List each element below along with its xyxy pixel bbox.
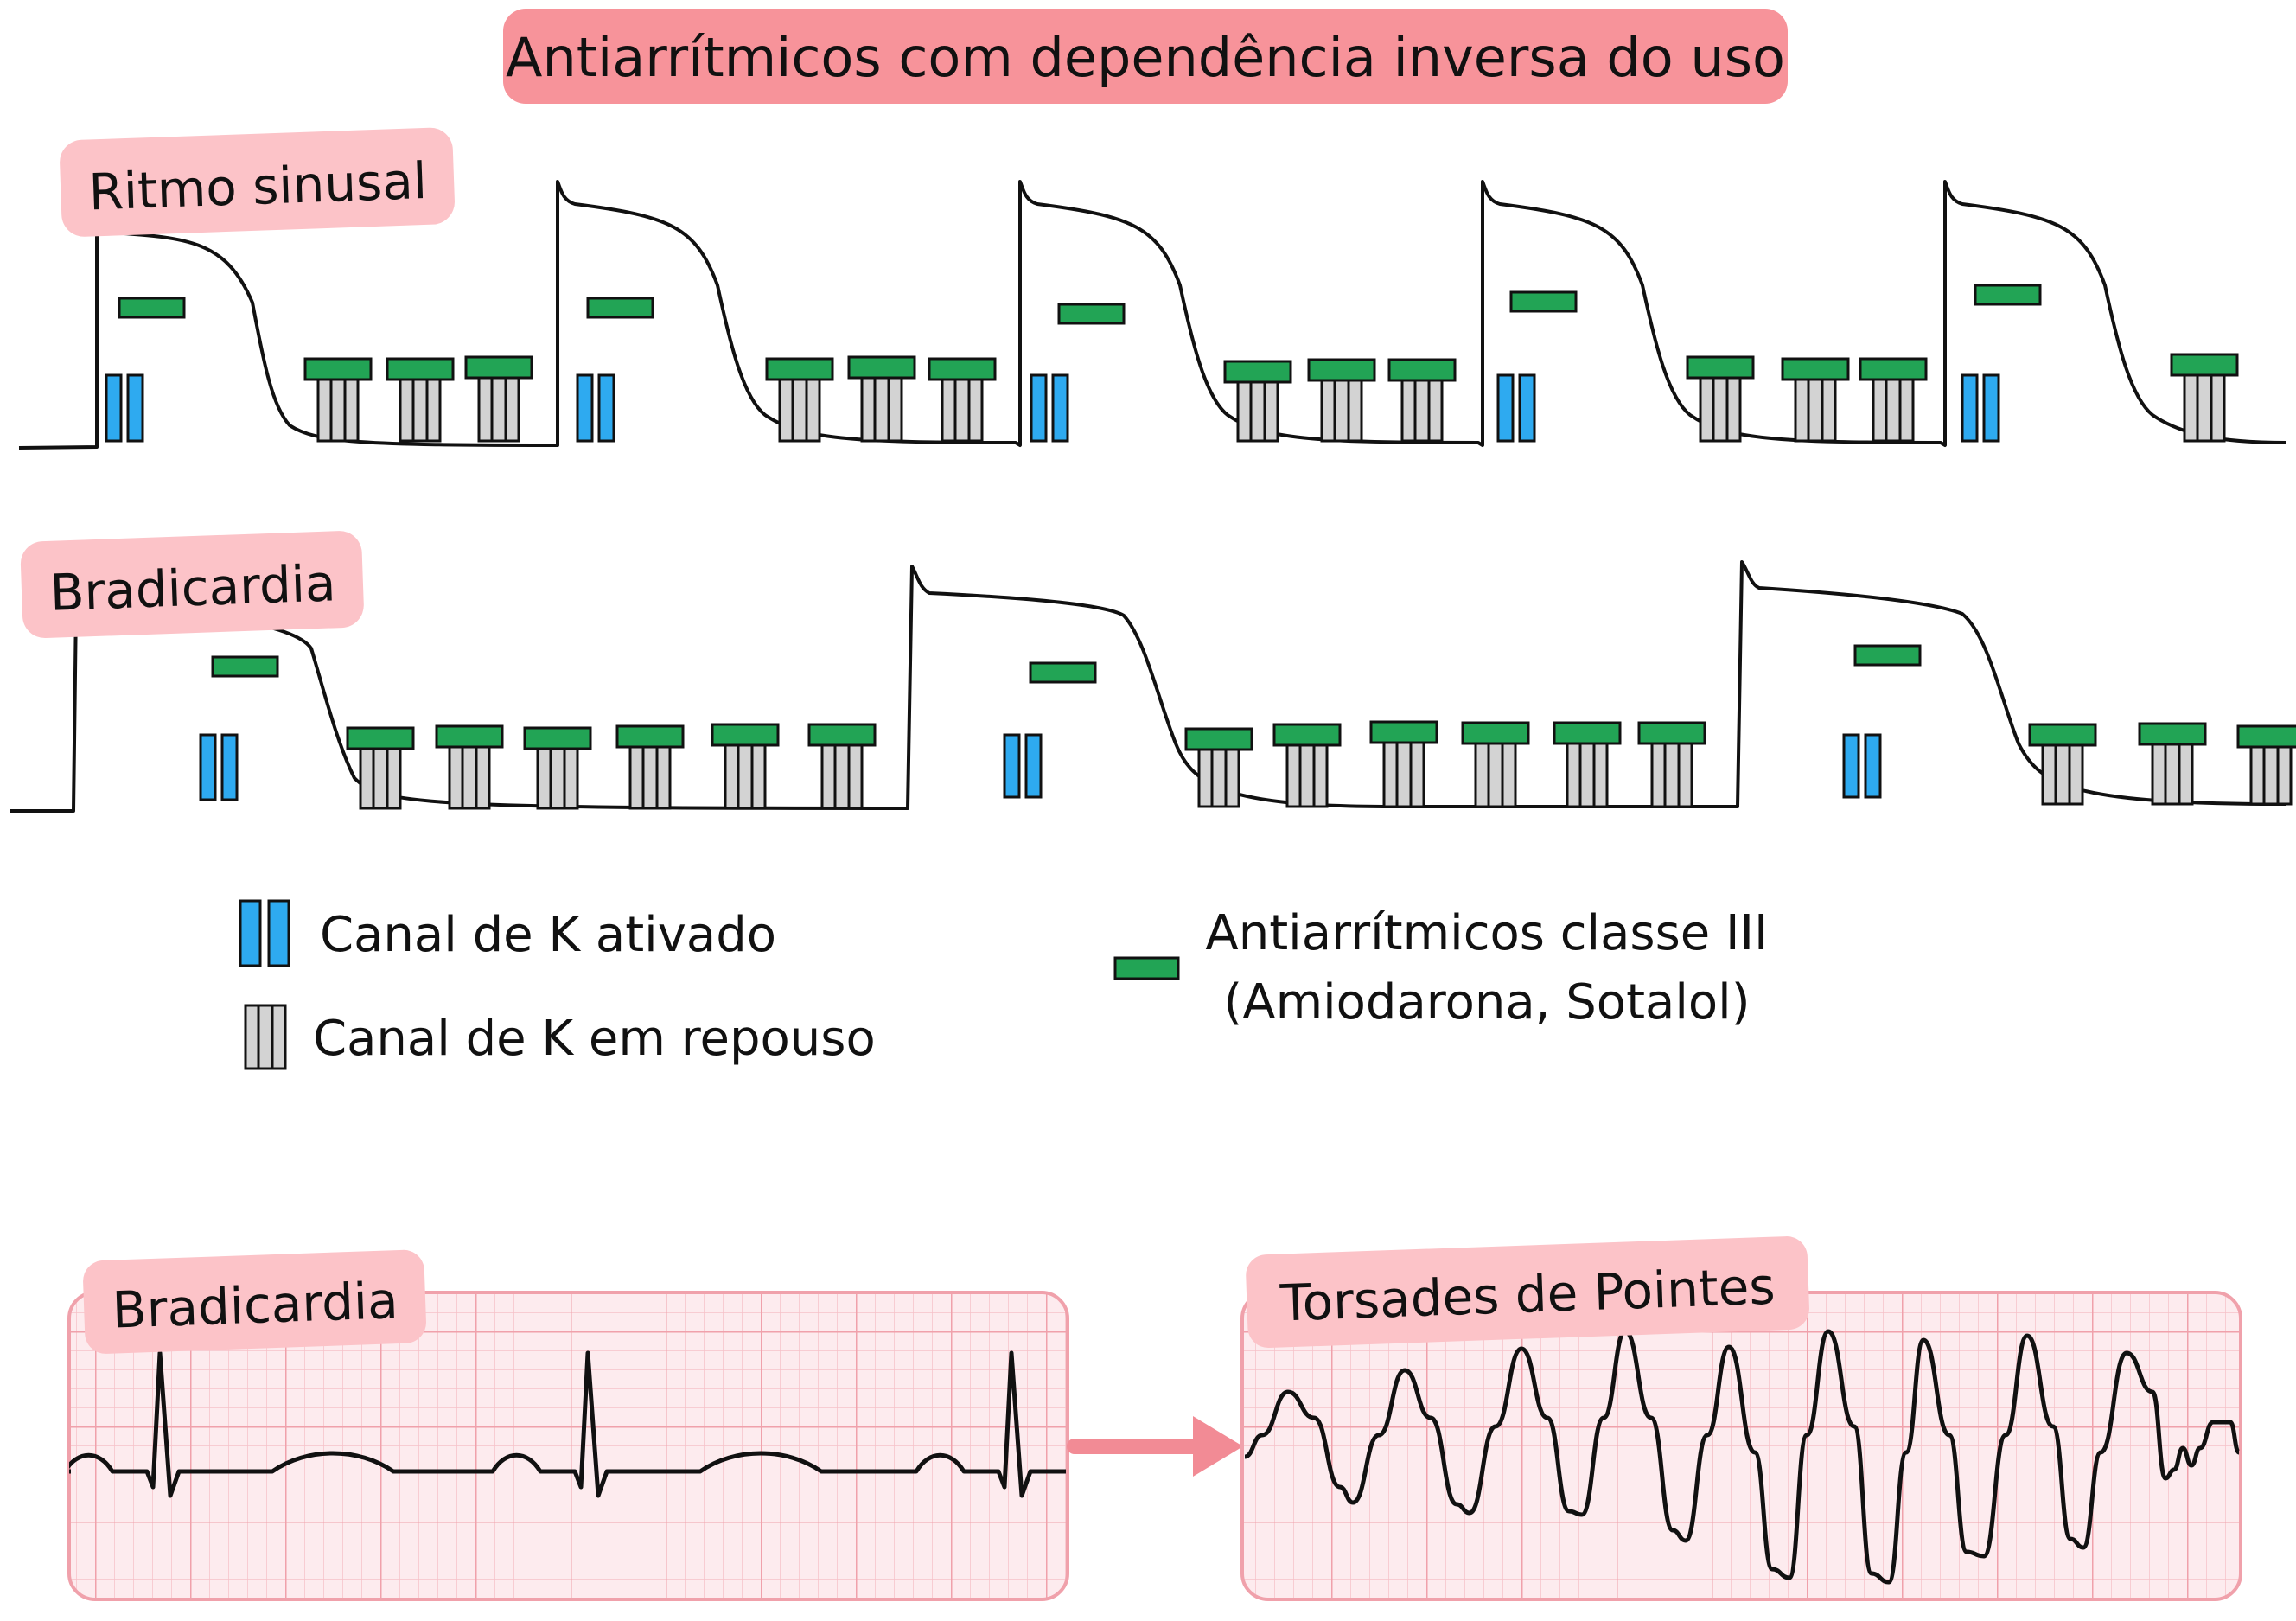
blocked-resting-k-channel [1184,727,1253,808]
blocked-resting-k-channel [303,357,373,443]
blocked-resting-k-channel [2138,722,2207,806]
ecg-strip-torsades [1240,1291,2242,1601]
activated-k-channel-icon [576,373,615,443]
activated-k-channel-icon [1496,373,1536,443]
blocked-resting-k-channel [1781,357,1850,443]
label-bradycardia: Bradicardia [20,531,364,639]
blocked-resting-k-channel [615,724,685,810]
label-sinus-text: Ritmo sinusal [87,151,427,222]
activated-k-channel-icon [105,373,144,443]
blue-double-bar-icon [239,899,290,967]
brady-channels [199,644,2296,810]
legend-drug-text-2: (Amiodarona, Sotalol) [1223,974,1750,1031]
activated-k-channel-icon [1842,733,1882,799]
page-title: Antiarrítmicos com dependência inversa d… [506,26,1785,89]
blocked-resting-k-channel [1369,720,1438,808]
blocked-resting-k-channel [464,355,533,443]
blocked-resting-k-channel [1461,721,1530,808]
blocked-resting-k-channel [386,357,455,443]
blocked-resting-k-channel [1553,721,1622,808]
blocked-resting-k-channel [435,724,504,810]
label-brady-text: Bradicardia [48,553,336,622]
legend-activated-text: Canal de K ativado [320,907,776,963]
drug-block-icon [118,297,186,319]
gray-triple-bar-icon [244,1004,287,1070]
blocked-resting-k-channel [2236,724,2296,806]
blocked-resting-k-channel [523,726,592,810]
activated-k-channel-icon [1030,373,1069,443]
sinus-action-potential-trace [18,180,2287,450]
drug-block-icon [1029,661,1097,684]
ecg-torsades-trace [1244,1329,2241,1585]
blocked-resting-k-channel [765,357,834,443]
blocked-resting-k-channel [928,357,997,443]
ecg-brady-trace [69,1350,1066,1498]
drug-block-icon [586,297,654,319]
drug-block-icon [211,655,279,678]
blocked-resting-k-channel [1272,723,1342,808]
brady-action-potential-trace [10,560,2287,813]
blocked-resting-k-channel [1637,721,1706,808]
blocked-resting-k-channel [807,723,877,810]
title-banner: Antiarrítmicos com dependência inversa d… [503,9,1788,104]
blocked-resting-k-channel [1223,360,1292,443]
drug-block-icon [1509,290,1578,313]
legend-resting-text: Canal de K em repouso [313,1011,876,1067]
blocked-resting-k-channel [1307,358,1376,443]
activated-k-channel-icon [1961,373,2000,443]
label-ecg-bradycardia: Bradicardia [83,1249,426,1354]
legend: Canal de K ativado Canal de K em repouso… [239,899,1769,1070]
activated-k-channel-icon [1003,733,1043,799]
legend-drug-text-1: Antiarrítmicos classe III [1205,905,1768,961]
blocked-resting-k-channel [847,355,916,443]
blocked-resting-k-channel [2028,723,2097,806]
drug-block-icon [1974,284,2042,306]
blocked-resting-k-channel [1686,355,1755,443]
drug-block-icon [1057,303,1126,325]
sinus-channels [105,284,2239,443]
blocked-resting-k-channel [346,726,415,810]
blocked-resting-k-channel [711,723,780,810]
blocked-resting-k-channel [1387,358,1457,443]
label-sinus-rhythm: Ritmo sinusal [60,127,455,237]
label-ecg-torsades: Torsades de Pointes [1246,1236,1809,1349]
arrow-right-icon [1067,1416,1243,1477]
label-ecg-brady-text: Bradicardia [112,1271,399,1340]
drug-block-icon [1853,644,1922,667]
activated-k-channel-icon [199,733,239,801]
blocked-resting-k-channel [2170,353,2239,443]
green-block-icon [1113,956,1180,980]
blocked-resting-k-channel [1859,357,1928,443]
